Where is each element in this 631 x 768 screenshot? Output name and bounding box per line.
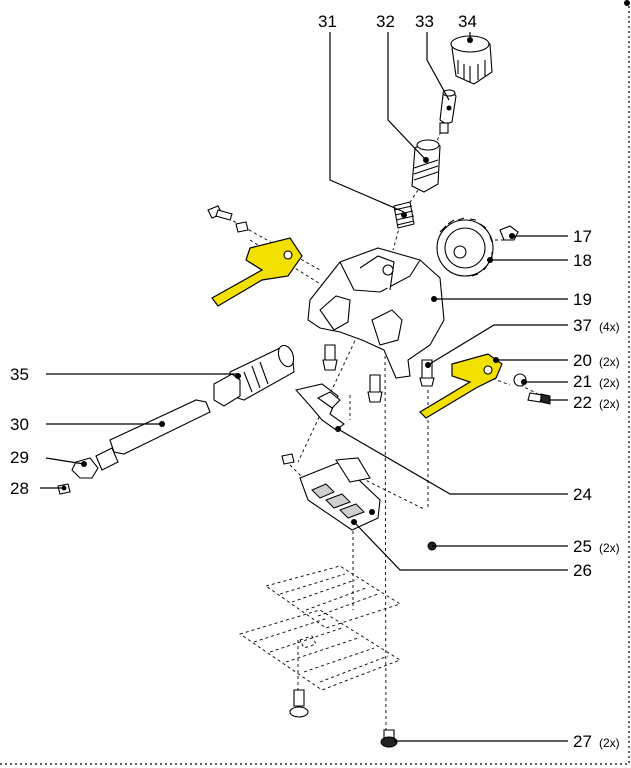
callout-33: 32	[376, 12, 395, 31]
part-35-knob	[450, 35, 493, 85]
part-18-gear	[436, 217, 494, 277]
callout-18: 18	[573, 251, 592, 270]
part-22-screw	[527, 392, 551, 405]
callout-26: 26	[573, 561, 592, 580]
callout-37-qty: (4x)	[599, 320, 620, 334]
corner-dot	[624, 0, 630, 6]
callout-34: 33	[415, 12, 434, 31]
callout-29: 29	[10, 448, 29, 467]
top-left-screw-and-nut	[207, 205, 249, 233]
callout-20: 20	[573, 351, 592, 370]
callout-21-qty: (2x)	[599, 376, 620, 390]
callout-25-qty: (2x)	[599, 541, 620, 555]
part-17-clip	[499, 225, 519, 241]
part-21-washer	[513, 373, 527, 387]
callout-labels: 31 32 33 34 17 18 19 37 (4x) 20 (2x) 21 …	[10, 12, 620, 751]
dashed-blades	[238, 565, 402, 691]
part-37-screws	[322, 344, 435, 403]
part-19-housing	[307, 247, 445, 379]
callout-28: 28	[10, 479, 29, 498]
callout-30-visible: 30	[10, 415, 29, 434]
callout-27-qty: (2x)	[599, 736, 620, 750]
part-left-yellow-lever	[211, 237, 303, 307]
part-34-pin	[439, 89, 457, 134]
callout-22-qty: (2x)	[599, 397, 620, 411]
part-27-screw	[380, 729, 398, 748]
part-31-bushing	[213, 344, 295, 407]
part-24-bracket	[294, 383, 345, 432]
leader-lines	[40, 32, 568, 742]
assembly-dashed-lines	[227, 114, 541, 736]
callout-20-qty: (2x)	[599, 355, 620, 369]
screw-near-holder	[281, 453, 295, 465]
callout-27: 27	[573, 732, 592, 751]
callout-19: 19	[573, 290, 592, 309]
part-32-spring	[393, 201, 415, 229]
part-30-shaft	[95, 399, 211, 471]
callout-37: 37	[573, 316, 592, 335]
callout-32: 31	[318, 12, 337, 31]
part-33-sleeve	[411, 139, 441, 193]
callout-22: 22	[573, 393, 592, 412]
callout-24: 24	[573, 485, 592, 504]
callout-17: 17	[573, 227, 592, 246]
part-20-right-yellow-lever	[419, 353, 503, 419]
callout-31: 35	[10, 365, 29, 384]
callout-35: 34	[458, 12, 477, 31]
callout-21: 21	[573, 372, 592, 391]
bottom-left-screw	[289, 689, 309, 718]
part-28-screw	[57, 483, 71, 495]
callout-25: 25	[573, 537, 592, 556]
part-29-nut	[71, 457, 99, 479]
part-26-blade-holder	[299, 457, 381, 531]
